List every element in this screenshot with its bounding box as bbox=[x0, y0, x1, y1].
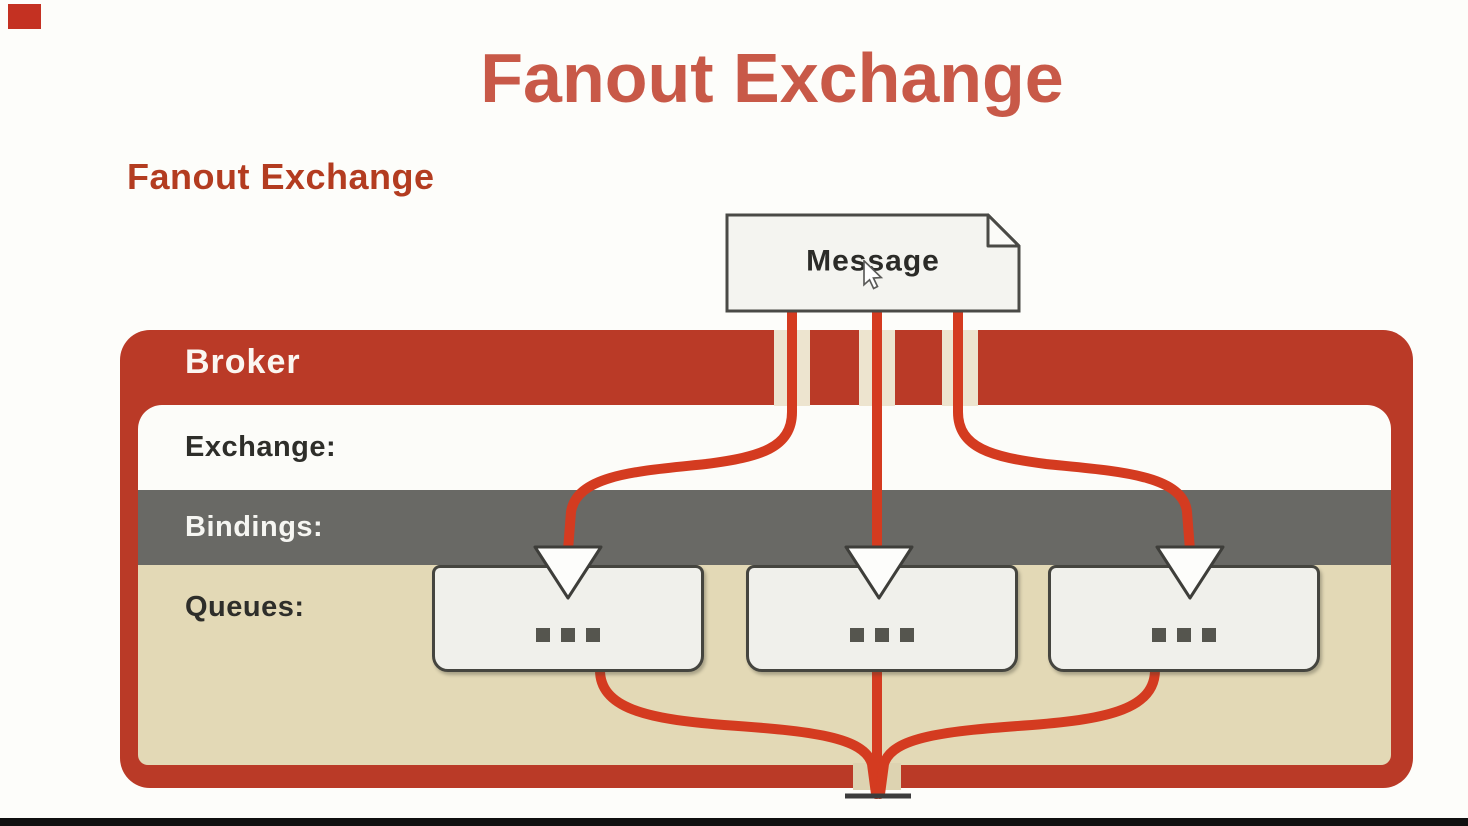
page-fold-icon bbox=[986, 213, 1021, 248]
broker-container: Broker Exchange: Bindings: Queues: bbox=[120, 330, 1413, 788]
queue-box-1 bbox=[432, 565, 704, 672]
page-title: Fanout Exchange bbox=[480, 39, 1064, 117]
exchange-row: Exchange: bbox=[138, 405, 1391, 490]
dot bbox=[900, 628, 914, 642]
dot bbox=[1152, 628, 1166, 642]
queue-box-2 bbox=[746, 565, 1018, 672]
section-heading: Fanout Exchange bbox=[127, 156, 435, 197]
queue-ellipsis-icon bbox=[1051, 628, 1317, 642]
dot bbox=[536, 628, 550, 642]
dot bbox=[875, 628, 889, 642]
dot bbox=[850, 628, 864, 642]
queue-ellipsis-icon bbox=[749, 628, 1015, 642]
message-label: Message bbox=[806, 244, 940, 278]
queue-ellipsis-icon bbox=[435, 628, 701, 642]
bindings-row: Bindings: bbox=[138, 490, 1391, 565]
message-box: Message bbox=[725, 213, 1021, 313]
dot bbox=[1202, 628, 1216, 642]
broker-label: Broker bbox=[185, 343, 301, 381]
dot bbox=[586, 628, 600, 642]
dot bbox=[1177, 628, 1191, 642]
queue-box-3 bbox=[1048, 565, 1320, 672]
dot bbox=[561, 628, 575, 642]
queues-label: Queues: bbox=[185, 591, 305, 623]
bindings-label: Bindings: bbox=[185, 511, 324, 543]
exchange-label: Exchange: bbox=[185, 431, 337, 463]
red-marker bbox=[8, 4, 41, 29]
bottom-bar bbox=[0, 818, 1468, 826]
